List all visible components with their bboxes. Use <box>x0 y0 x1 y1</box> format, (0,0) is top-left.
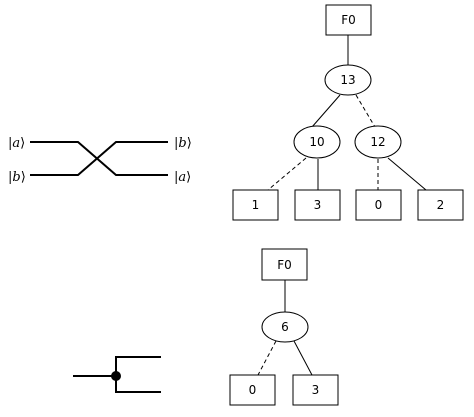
tree1-leaf-1-box <box>232 189 279 221</box>
tree1-edge-right-leaf4 <box>387 157 427 191</box>
fork-dot <box>111 371 121 381</box>
ket-right-top: |b⟩ <box>174 136 192 151</box>
tree1-leaf-4-box <box>417 189 464 221</box>
tree2-edge-node-leaf2 <box>293 340 313 376</box>
tree-2: F0 6 0 3 <box>229 248 339 406</box>
ket-left-bottom: |b⟩ <box>8 170 26 185</box>
tree1-node-top-label: 13 <box>340 73 355 87</box>
tree1-node-left <box>293 125 341 159</box>
tree1-leaf-2-box <box>294 189 341 221</box>
tree2-node-label: 6 <box>281 320 289 334</box>
tree2-leaf-1-label: 0 <box>249 383 257 397</box>
tree2-leaf-2-box <box>292 374 339 406</box>
tree2-edge-node-leaf1 <box>257 340 277 376</box>
tree1-edge-top-left <box>311 94 341 128</box>
tree1-node-top <box>324 64 372 96</box>
tree2-leaf-1-box <box>229 374 276 406</box>
tree2-root-box <box>261 248 308 281</box>
tree1-leaf-2-label: 3 <box>314 198 322 212</box>
tree1-leaf-3-box <box>355 189 402 221</box>
swap-wire-bottom <box>30 141 168 176</box>
tree2-leaf-2-label: 3 <box>312 383 320 397</box>
tree1-node-right <box>354 125 402 159</box>
tree2-root-label: F0 <box>277 258 292 272</box>
tree1-edge-left-leaf1 <box>267 157 307 191</box>
tree1-node-left-label: 10 <box>309 135 324 149</box>
tree1-node-right-label: 12 <box>370 135 385 149</box>
tree1-root-box <box>325 4 372 36</box>
ket-right-bottom: |a⟩ <box>174 170 191 185</box>
tree1-leaf-3-label: 0 <box>375 198 383 212</box>
tree2-node <box>261 311 309 343</box>
ket-left-top: |a⟩ <box>8 136 25 151</box>
swap-wire-top <box>30 141 168 176</box>
tree-1: F0 13 10 12 1 3 0 2 <box>232 4 464 221</box>
tree1-leaf-4-label: 2 <box>437 198 445 212</box>
swap-gate <box>30 141 168 176</box>
tree1-edge-top-right <box>355 94 376 128</box>
tree1-root-label: F0 <box>341 13 356 27</box>
tree1-leaf-1-label: 1 <box>252 198 260 212</box>
